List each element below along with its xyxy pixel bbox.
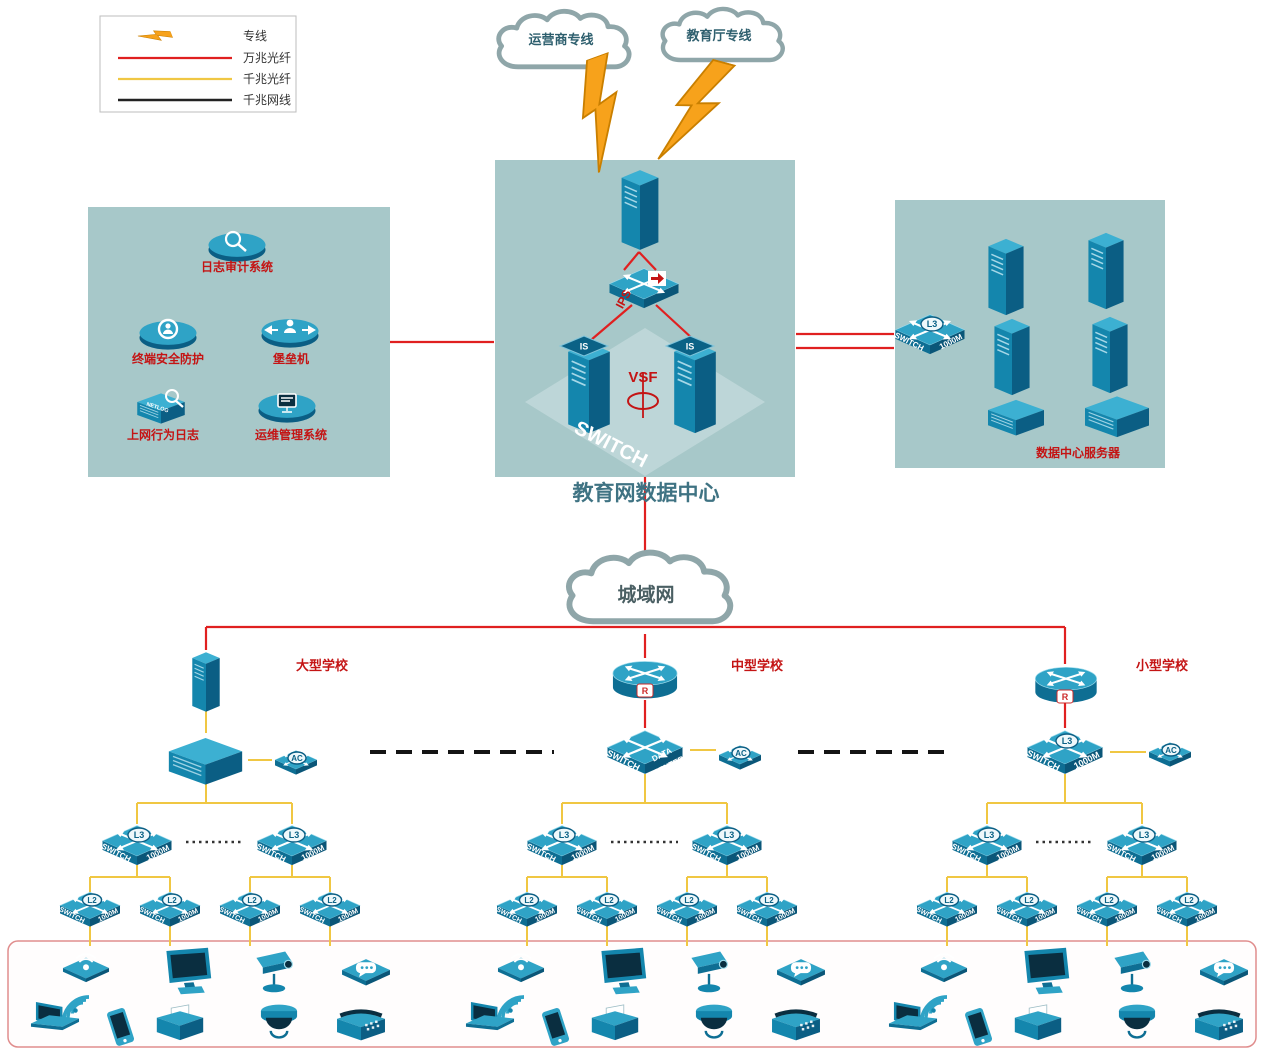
datacenter-server [1091,316,1129,394]
legend-label: 千兆网线 [243,93,291,107]
fiber-10g-school-links [643,634,1067,728]
magnifier-icon [165,389,179,403]
datacenter-title: 教育网数据中心 [573,481,720,505]
magnifier-handle [237,243,247,252]
school-small: 小型学校 [915,658,1217,927]
l2-access-switch [995,892,1057,926]
datacenter-server [993,318,1031,396]
legend-label: 专线 [243,28,267,43]
core-switch-b [673,342,717,434]
bastion-host-label: 堡垒机 [273,351,309,366]
l2-access-switch [138,892,200,926]
carrier-cloud-label: 运营商专线 [528,32,593,47]
legend-label: 万兆光纤 [243,51,291,65]
monitor-detail [281,397,293,413]
l2-access-switch [735,892,797,926]
server-zone-label: 数据中心服务器 [1036,445,1121,460]
lightning-link-icon [657,51,736,173]
shield-ring-icon [157,318,179,340]
server-zone: 数据中心服务器 [893,232,1150,460]
legend-label: 千兆光纤 [243,72,291,86]
l3-aggregation-switch [525,826,596,866]
school-medium: 中型学校 [495,658,797,927]
vsf-label: VSF [628,369,657,386]
wireless-controller [719,746,761,770]
core-switch-a [567,342,611,434]
wireless-controller [275,751,317,775]
education-cloud-label: 教育厅专线 [685,28,751,43]
fiber-10g-links [204,251,1067,664]
magnifier-handle [175,400,184,408]
core-switch [605,731,685,777]
metro-network-label: 城域网 [617,583,674,606]
l2-access-switch [495,892,557,926]
l2-access-switch [575,892,637,926]
log-audit-icon [208,233,266,262]
core-gateway [168,737,243,786]
l2-access-switch [915,892,977,926]
bidirectional-arrows-icon [264,325,316,335]
firewall-gateway [620,169,660,251]
datacenter-server [1087,232,1125,310]
l3-aggregation-switch [690,826,761,866]
router-badge [1056,689,1074,704]
edge-server [191,651,221,713]
user-head-icon [165,323,171,329]
router-badge [636,683,654,698]
l2-access-switch [1075,892,1137,926]
core-switch [1025,731,1102,774]
legend-box [99,15,297,113]
user-head-icon [286,319,294,327]
wireless-controller [1149,743,1191,767]
school-large-label: 大型学校 [296,658,349,673]
l2-access-switch [218,892,280,926]
log-audit-label: 日志审计系统 [201,259,273,274]
user-body-icon [163,329,173,334]
ops-management-label: 运维管理系统 [255,427,327,442]
magnifier-icon [224,230,242,248]
l3-aggregation-switch [1105,826,1176,866]
l3-aggregation-switch [100,826,171,866]
lightning-link-icon [560,51,647,174]
l3-aggregation-switch [950,826,1021,866]
school-small-label: 小型学校 [1136,658,1189,673]
l2-access-switch [655,892,717,926]
arrow-icon [651,273,664,284]
netlog-label: 上网行为日志 [127,427,199,442]
l2-access-switch [58,892,120,926]
vsf-loop [627,392,659,410]
l3-aggregation-switch [255,826,326,866]
legend: 专线 万兆光纤 千兆光纤 千兆网线 [99,15,297,113]
school-medium-label: 中型学校 [731,658,784,673]
l2-access-switch [1155,892,1217,926]
datacenter-server [987,238,1025,316]
endpoint-protection-label: 终端安全防护 [132,351,204,366]
fiber-1g-links [89,711,1188,946]
security-zone: 日志审计系统 终端安全防护 堡垒机 NETLOG 上网行为日志 运维管理系统 [127,230,327,442]
l2-access-switch [298,892,360,926]
school-large: 大型学校 [58,651,360,926]
user-body-icon [284,328,296,333]
